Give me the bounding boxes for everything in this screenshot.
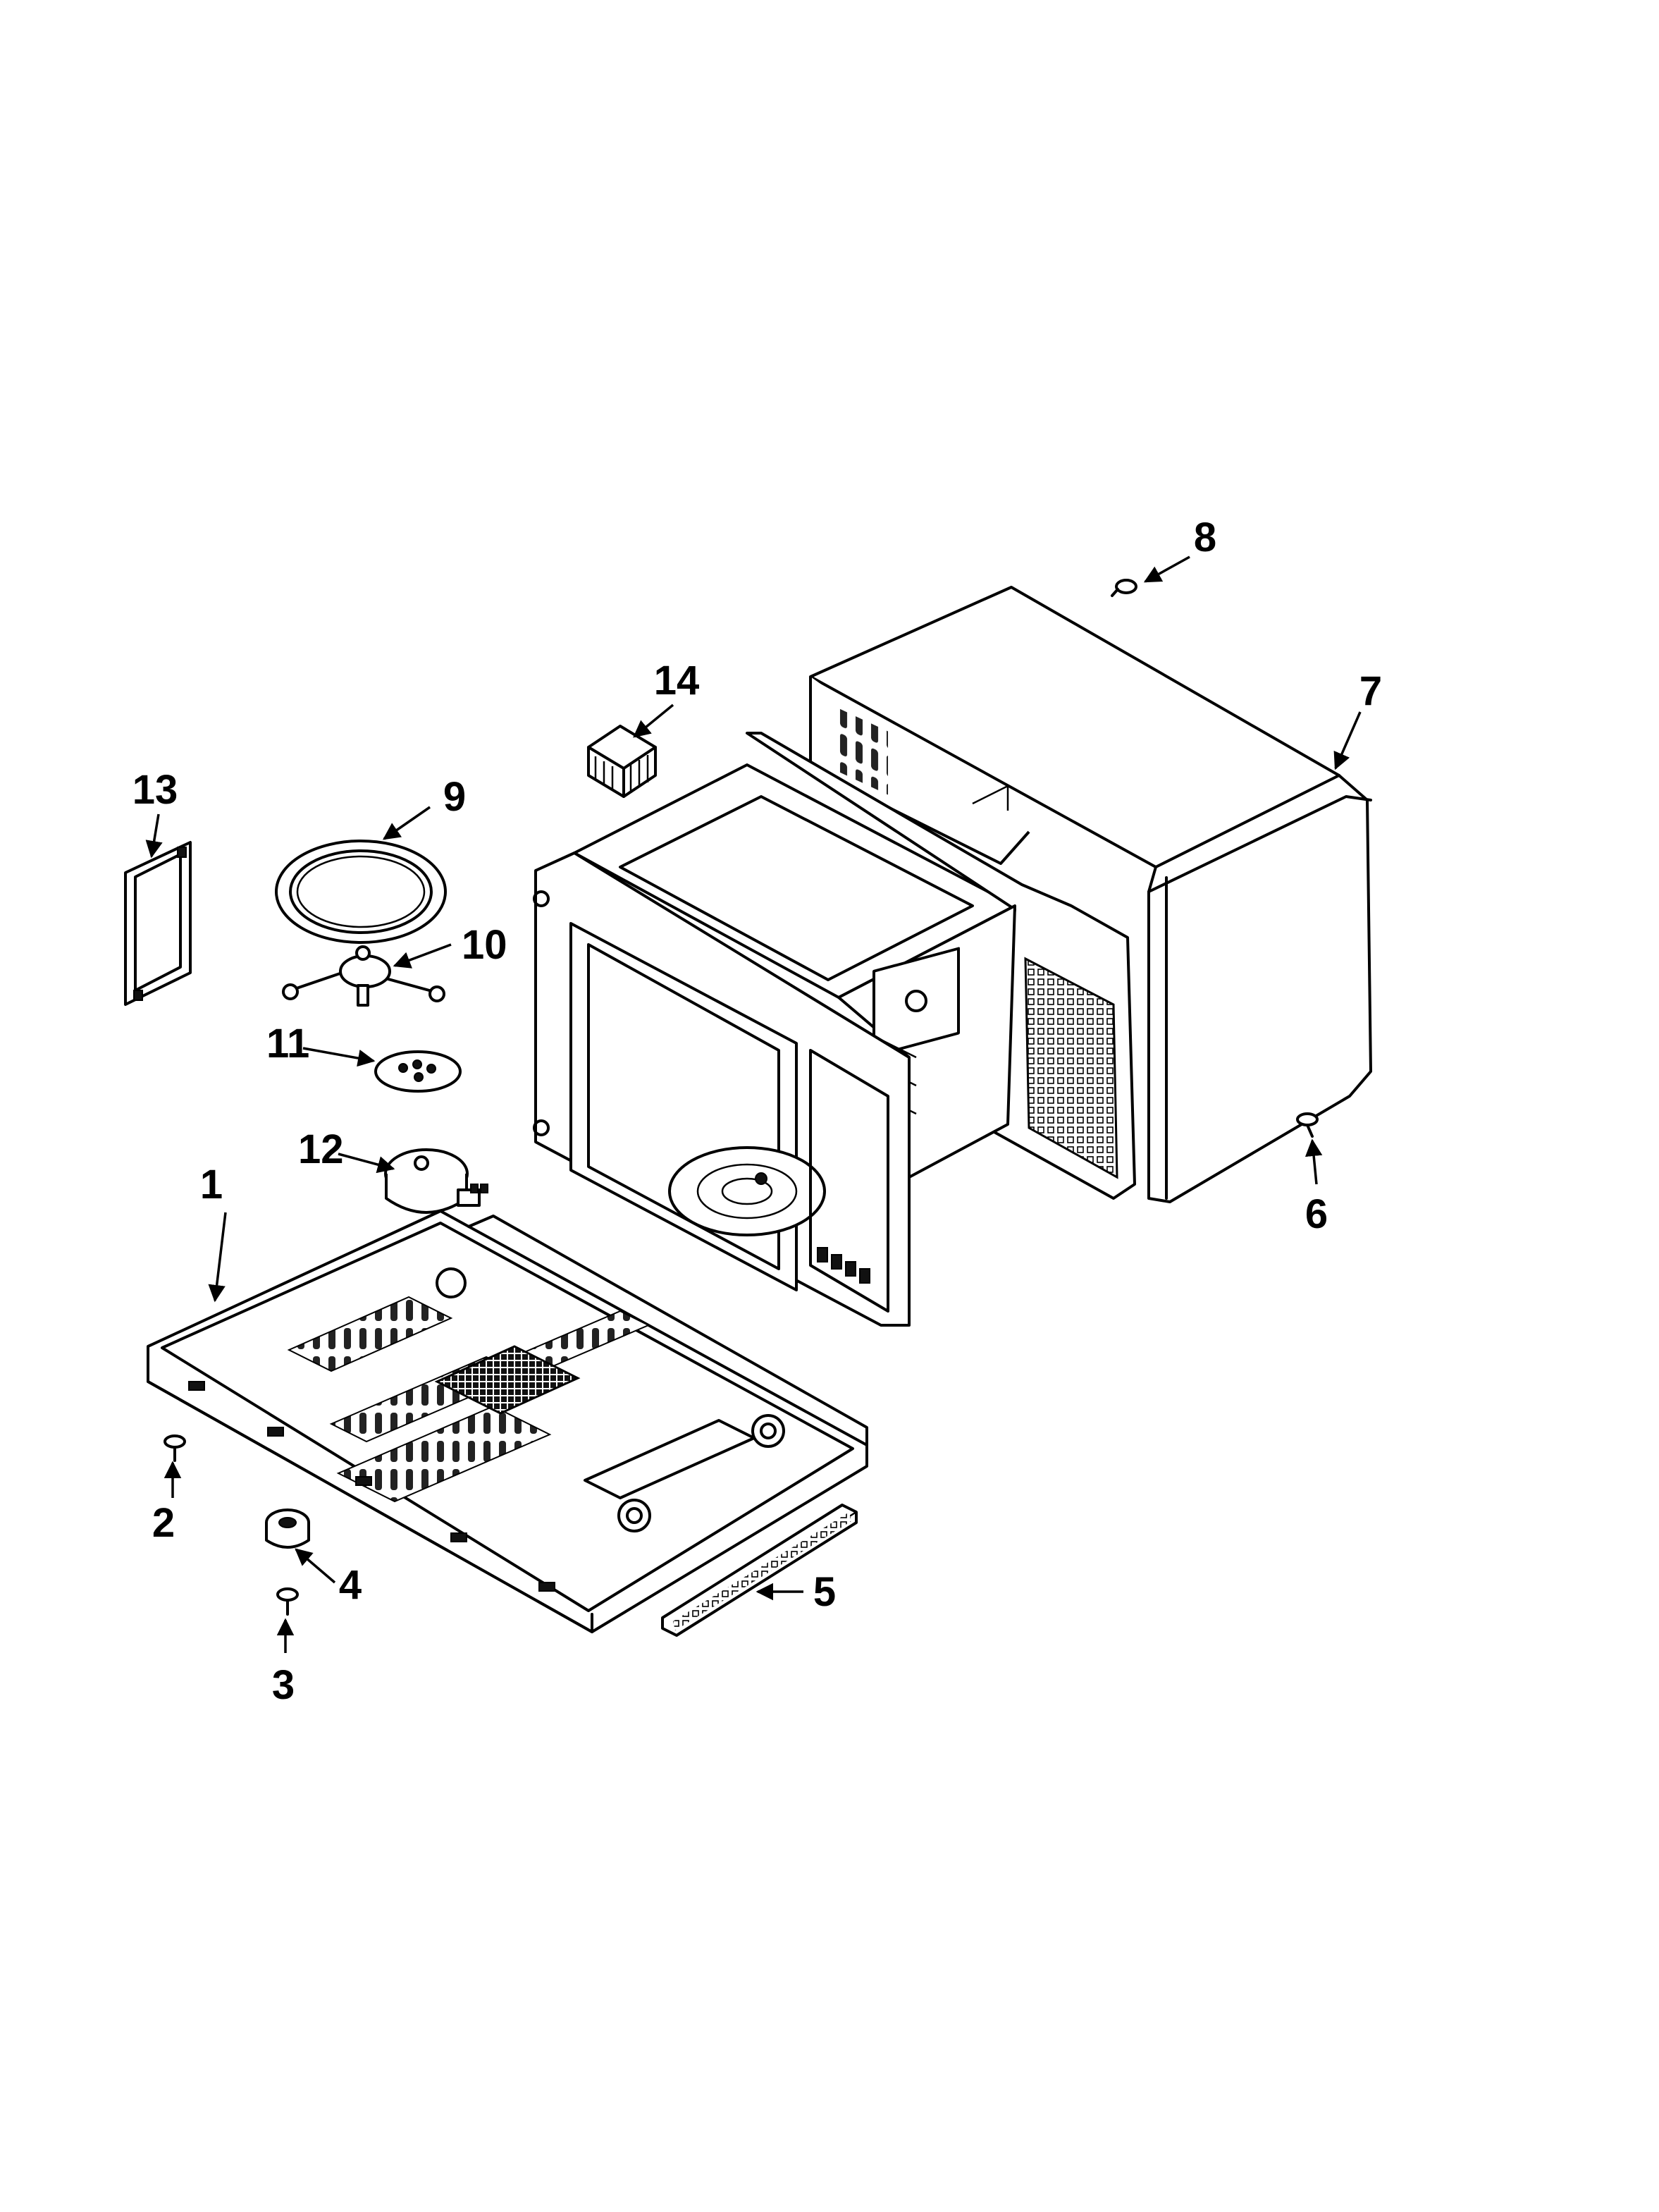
front-strip-part <box>661 1504 858 1637</box>
callout-14: 14 <box>654 658 700 703</box>
screw-part-8 <box>1111 579 1137 597</box>
callout-numbers: 1 2 3 4 5 6 7 8 9 10 11 12 13 14 <box>132 515 1382 1708</box>
waveguide-cover-part <box>124 841 192 1006</box>
base-plate-part <box>147 1210 868 1633</box>
callout-12: 12 <box>298 1126 344 1172</box>
callout-11: 11 <box>266 1021 309 1067</box>
callout-9: 9 <box>443 774 466 820</box>
callout-8: 8 <box>1194 515 1216 560</box>
callout-7: 7 <box>1359 668 1382 714</box>
coupler-part <box>374 1050 462 1093</box>
outer-cabinet-part <box>809 586 1372 1203</box>
screw-part-3 <box>276 1587 299 1616</box>
oven-cavity-assembly <box>533 732 1136 1327</box>
callout-1: 1 <box>200 1162 223 1208</box>
turntable-tray-part <box>275 840 447 944</box>
turntable-motor-part <box>384 1148 488 1214</box>
foot-part <box>265 1509 310 1549</box>
callout-3: 3 <box>272 1662 295 1708</box>
screw-part-2 <box>164 1434 186 1462</box>
roller-support-part <box>282 945 445 1007</box>
screw-part-6 <box>1296 1112 1319 1138</box>
filter-block-part <box>587 725 657 798</box>
callout-4: 4 <box>339 1562 362 1608</box>
callout-6: 6 <box>1305 1191 1328 1237</box>
callout-5: 5 <box>813 1569 836 1615</box>
callout-13: 13 <box>132 767 178 813</box>
callout-10: 10 <box>462 922 507 968</box>
callout-2: 2 <box>152 1500 175 1546</box>
leader-lines <box>145 555 1362 1653</box>
